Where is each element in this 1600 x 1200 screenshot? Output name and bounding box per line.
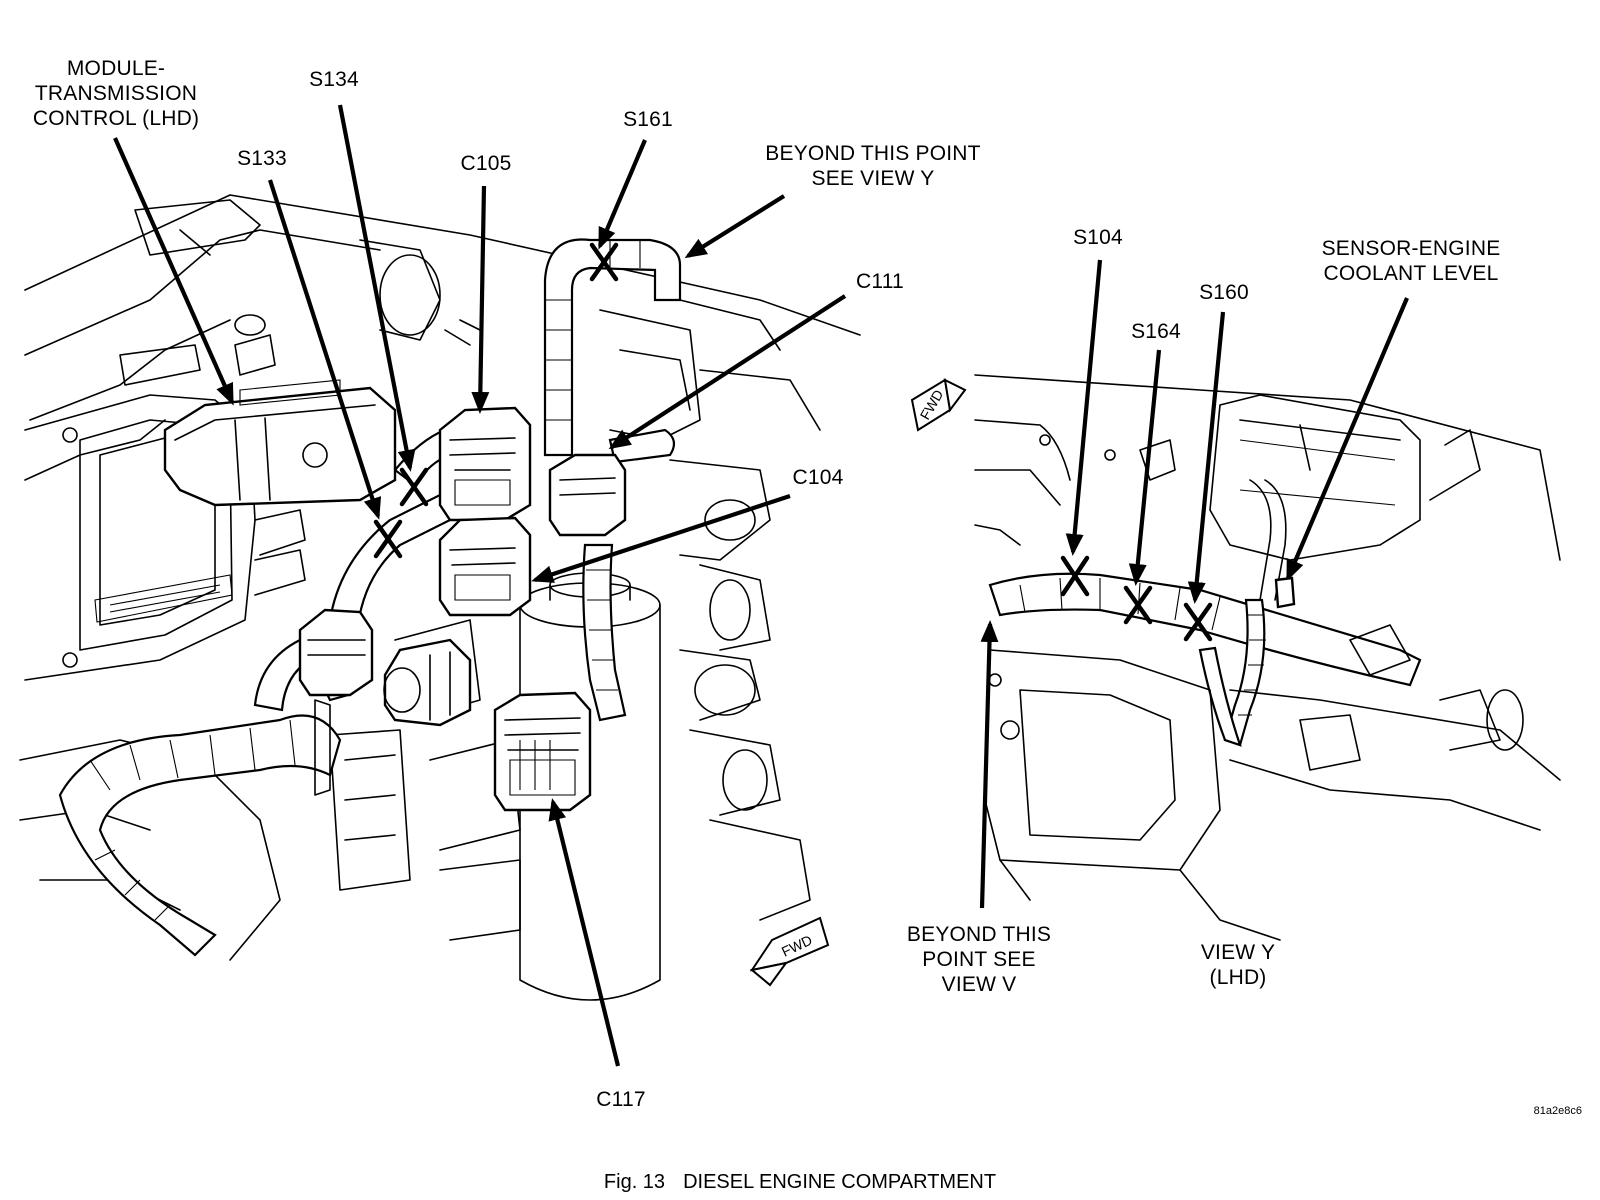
figure-number: Fig. 13 — [603, 1171, 666, 1193]
leader-s160 — [1187, 311, 1226, 604]
leader-c117 — [548, 798, 621, 1067]
leader-sensor-coolant — [1286, 297, 1409, 582]
splice-mark-s133 — [373, 519, 403, 559]
leader-module-tcm — [113, 137, 234, 406]
label-s161: S161 — [623, 108, 673, 131]
label-s164: S164 — [1131, 320, 1181, 343]
fwd-arrow-right — [910, 378, 967, 432]
leader-s164 — [1128, 349, 1162, 586]
label-beyond-view-v: BEYOND THIS POINT SEE VIEW V — [906, 923, 1052, 996]
leader-beyond-view-y — [684, 194, 786, 259]
leader-s133 — [268, 179, 382, 520]
label-c104: C104 — [792, 466, 844, 489]
splice-mark-s134 — [399, 467, 429, 507]
label-c105: C105 — [460, 152, 512, 175]
callout-leaders — [113, 104, 1409, 1067]
leader-c105 — [471, 185, 490, 414]
leader-s134 — [337, 104, 416, 472]
leader-s161 — [598, 139, 647, 250]
label-module-transmission-control: MODULE- TRANSMISSION CONTROL (LHD) — [32, 57, 200, 130]
leader-c111 — [608, 294, 847, 450]
fwd-arrow-left — [749, 916, 830, 987]
label-s133: S133 — [237, 147, 287, 170]
label-c117: C117 — [596, 1088, 646, 1111]
label-sensor-engine-coolant-level: SENSOR-ENGINE COOLANT LEVEL — [1321, 237, 1501, 285]
label-s134: S134 — [309, 68, 359, 91]
label-s104: S104 — [1073, 226, 1123, 249]
splice-mark-s161 — [589, 242, 619, 282]
label-beyond-view-y: BEYOND THIS POINT SEE VIEW Y — [765, 142, 981, 190]
splice-mark-s104 — [1060, 555, 1090, 597]
coolant-level-sensor — [1274, 576, 1296, 609]
label-s160: S160 — [1199, 281, 1249, 304]
leader-c104 — [531, 494, 791, 583]
splice-marks — [373, 242, 1213, 642]
label-view-y-lhd: VIEW Y (LHD) — [1200, 941, 1276, 989]
left-view-connectors — [163, 379, 627, 812]
left-view-engine-linework — [19, 194, 861, 1001]
figure-caption: Fig. 13 DIESEL ENGINE COMPARTMENT — [0, 1171, 1600, 1194]
right-view-engine-linework — [974, 374, 1561, 941]
label-c111: C111 — [856, 270, 904, 293]
figure-title: DIESEL ENGINE COMPARTMENT — [683, 1171, 997, 1193]
leader-beyond-view-v — [979, 620, 999, 909]
splice-mark-s164 — [1123, 585, 1153, 625]
image-code: 81a2e8c6 — [1533, 1105, 1582, 1117]
leader-s104 — [1065, 259, 1103, 556]
splice-mark-s160 — [1183, 602, 1213, 642]
